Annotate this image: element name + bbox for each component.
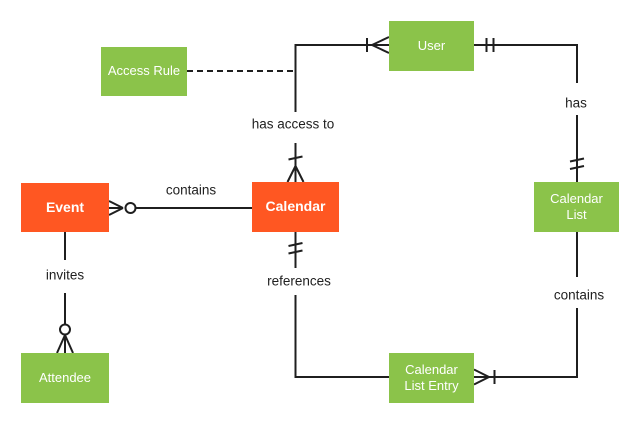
entity-user-label: User: [417, 37, 446, 53]
zero-circle-icon: [124, 202, 137, 214]
zero-circle-icon: [59, 323, 71, 336]
entity-calendar-list: Calendar List: [534, 182, 619, 232]
relationship-line-has-access-to: [286, 36, 390, 183]
relationship-label-invites: invites: [43, 267, 87, 283]
exactly-one-ticks-icon: [485, 38, 495, 52]
one-or-many-crows-foot-icon: [473, 368, 496, 386]
entity-calendar-list-label: Calendar List: [550, 190, 603, 222]
zero-or-many-crows-foot-icon: [56, 323, 74, 354]
entity-attendee-label: Attendee: [38, 369, 92, 385]
relationship-label-has-access-to: has access to: [249, 116, 337, 132]
relationship-line-references: [288, 232, 389, 378]
entity-calendar-list-entry: Calendar List Entry: [389, 353, 474, 403]
one-or-many-crows-foot-icon: [286, 155, 305, 183]
exactly-one-ticks-icon: [569, 157, 585, 170]
relationship-line-contains-entry: [473, 232, 578, 386]
relationship-label-references: references: [265, 273, 333, 289]
relationship-label-contains-entry: contains: [551, 287, 607, 303]
entity-calendar-label: Calendar: [265, 198, 326, 215]
one-or-many-crows-foot-icon: [366, 36, 390, 54]
entity-calendar-list-entry-label: Calendar List Entry: [404, 361, 459, 393]
entity-calendar: Calendar: [252, 182, 339, 232]
exactly-one-ticks-icon: [288, 242, 303, 255]
zero-or-many-crows-foot-icon: [108, 200, 137, 216]
entity-attendee: Attendee: [21, 353, 109, 403]
relationship-line-has: [474, 38, 585, 182]
entity-event: Event: [21, 183, 109, 232]
relationship-line-contains-event: [108, 200, 252, 216]
entity-access-rule: Access Rule: [101, 47, 187, 96]
relationship-line-invites: [56, 232, 74, 354]
entity-event-label: Event: [45, 198, 85, 215]
relationship-label-contains-event: contains: [163, 182, 219, 198]
entity-user: User: [389, 21, 474, 71]
relationship-label-has: has: [563, 95, 589, 111]
entity-access-rule-label: Access Rule: [107, 63, 181, 79]
